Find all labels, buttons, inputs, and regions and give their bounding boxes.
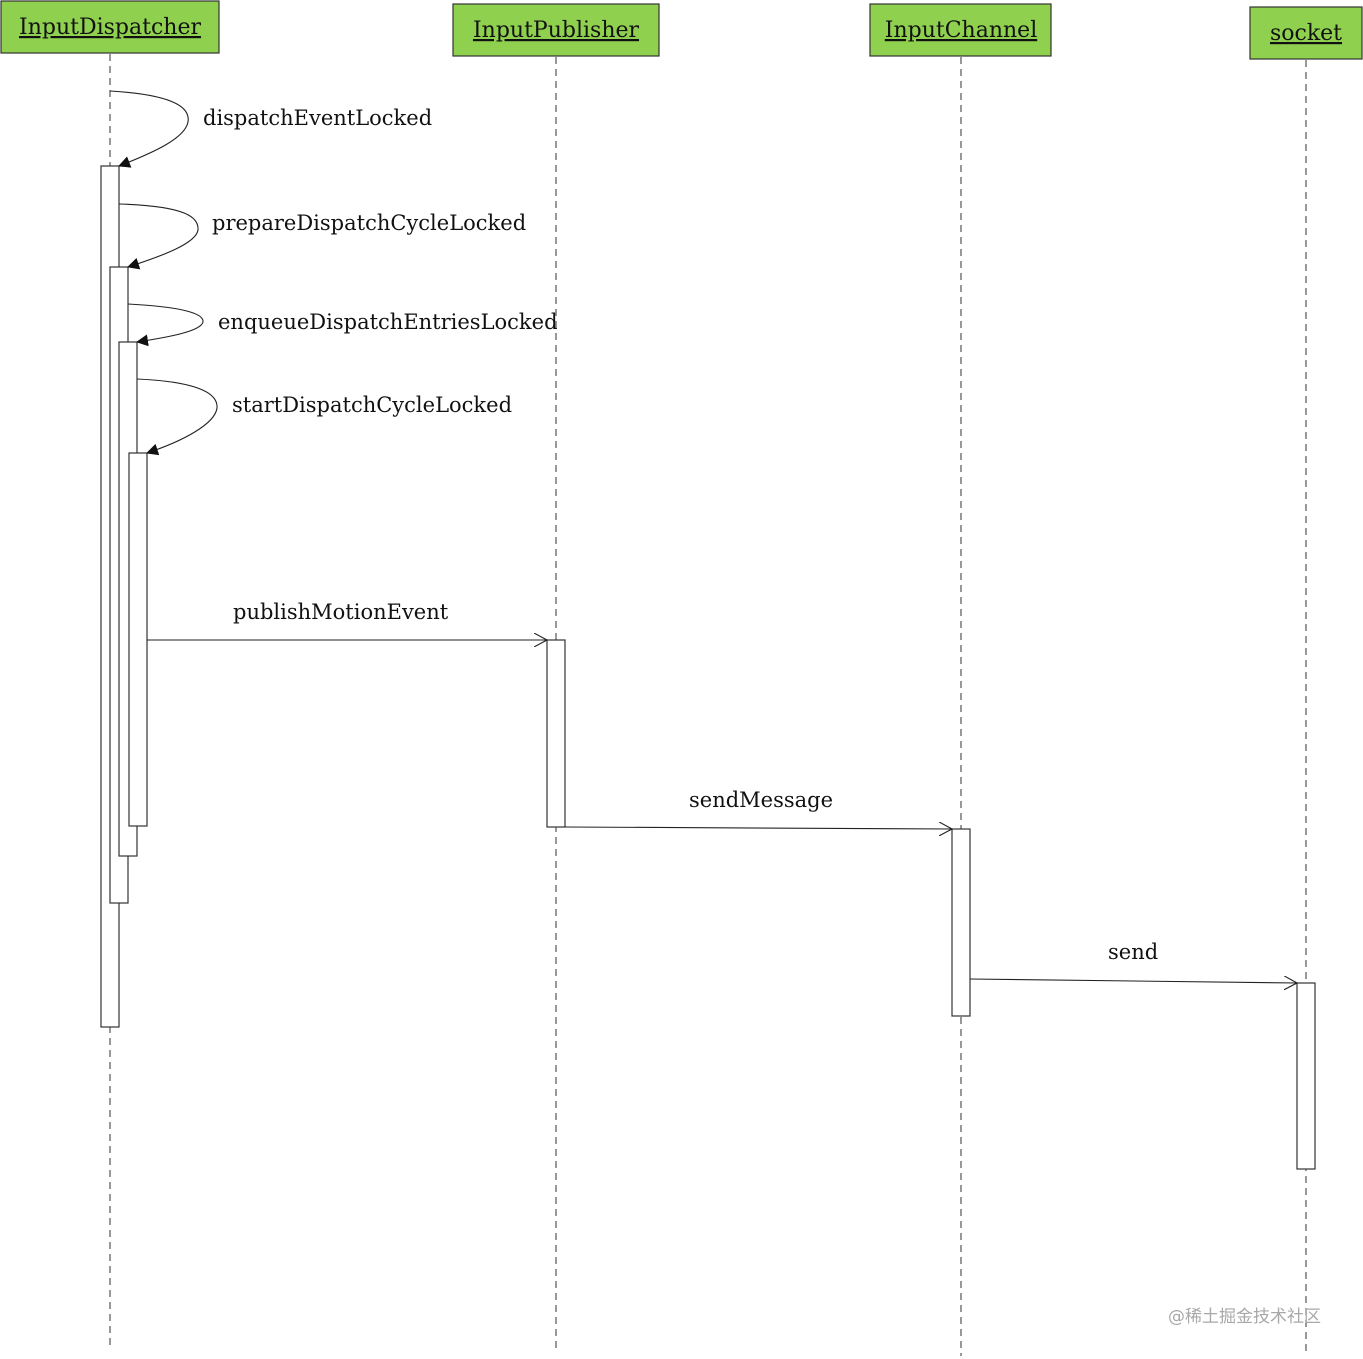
message-label-start-dispatch-cycle-locked: startDispatchCycleLocked [232, 393, 512, 417]
self-call-arrow [136, 378, 218, 456]
watermark: @稀土掘金技术社区 [1168, 1307, 1321, 1327]
actor-input-channel: InputChannel [869, 3, 1052, 57]
actor-label: socket [1270, 21, 1342, 46]
message-label-send: send [1108, 940, 1158, 964]
actor-label: InputChannel [885, 18, 1037, 43]
message-arrow-send [969, 979, 1297, 983]
self-call-arrow [127, 303, 204, 347]
activation-start-dispatch-cycle-locked [128, 452, 148, 827]
actor-input-publisher: InputPublisher [452, 3, 660, 57]
message-label-send-message: sendMessage [689, 788, 833, 812]
message-label-dispatch-event-locked: dispatchEventLocked [203, 106, 432, 130]
message-arrow-send-message [564, 827, 952, 829]
self-call-arrow [109, 90, 189, 168]
activation-publish-motion-event [546, 639, 566, 828]
message-label-publish-motion-event: publishMotionEvent [233, 600, 449, 624]
actor-label: InputPublisher [473, 18, 640, 43]
activation-send [1296, 982, 1316, 1170]
actor-label: InputDispatcher [19, 15, 201, 40]
actor-socket: socket [1249, 6, 1363, 60]
message-label-enqueue-dispatch-entries-locked: enqueueDispatchEntriesLocked [218, 310, 558, 334]
self-call-arrow [118, 203, 199, 270]
message-label-prepare-dispatch-cycle-locked: prepareDispatchCycleLocked [212, 211, 526, 235]
actor-input-dispatcher: InputDispatcher [0, 0, 220, 54]
activation-send-message [951, 828, 971, 1017]
